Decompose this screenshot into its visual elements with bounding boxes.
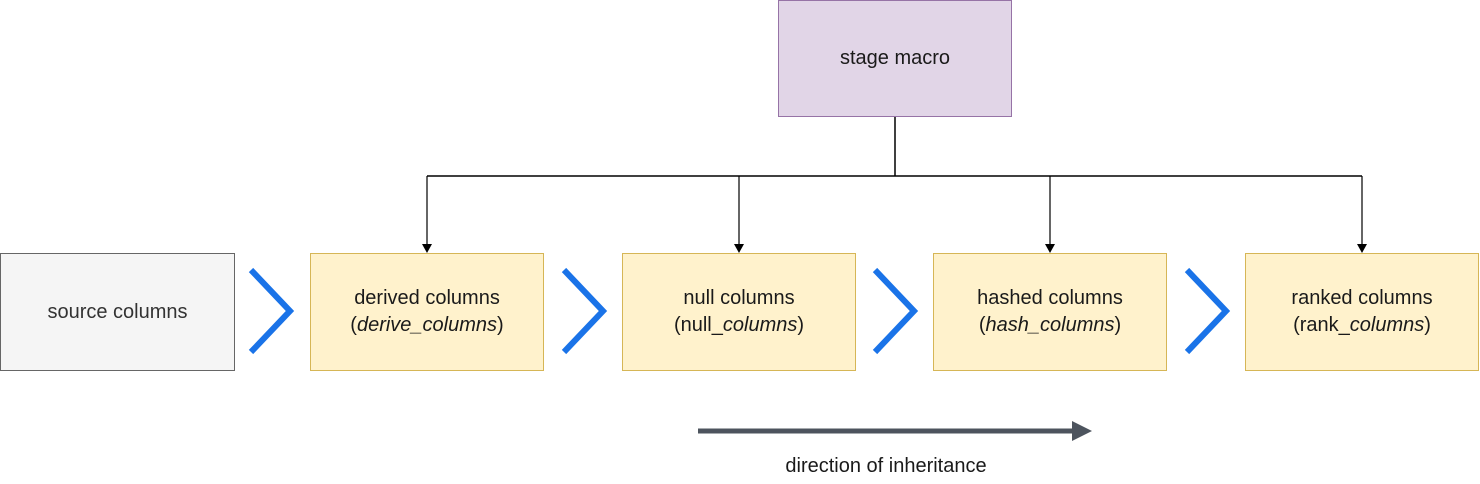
- connector-arrowheads: [422, 244, 1367, 253]
- ranked-columns-macro: (rank_columns): [1293, 314, 1431, 336]
- connector-drops: [426, 176, 1363, 244]
- chevron-right-icon: [872, 267, 919, 355]
- arrow-right-icon: [1072, 421, 1092, 441]
- derived-columns-label: derived columns: [354, 287, 500, 309]
- arrowhead-down-icon: [422, 244, 432, 253]
- chevron-right-icon: [1184, 267, 1231, 355]
- stage-macro-label: stage macro: [839, 47, 951, 69]
- arrowhead-down-icon: [734, 244, 744, 253]
- derived-columns-box: derived columns (derive_columns): [310, 253, 544, 371]
- null-columns-box: null columns (null_columns): [622, 253, 856, 371]
- stage-connectors: [427, 117, 1362, 177]
- null-columns-macro: (null_columns): [673, 314, 805, 336]
- inheritance-arrow: [698, 421, 1092, 441]
- source-columns-box: source columns: [0, 253, 235, 371]
- source-columns-label: source columns: [47, 300, 188, 323]
- derived-columns-macro: (derive_columns): [350, 314, 504, 336]
- stage-macro-box: stage macro: [778, 0, 1012, 117]
- hashed-columns-box: hashed columns (hash_columns): [933, 253, 1167, 371]
- arrowhead-down-icon: [1045, 244, 1055, 253]
- ranked-columns-label: ranked columns: [1291, 287, 1433, 309]
- chevron-right-icon: [248, 267, 295, 355]
- null-columns-label: null columns: [683, 287, 795, 309]
- chevrons: [248, 267, 1231, 355]
- chevron-right-icon: [561, 267, 608, 355]
- hashed-columns-macro: (hash_columns): [978, 314, 1122, 336]
- inheritance-caption: direction of inheritance: [785, 455, 987, 477]
- hashed-columns-label: hashed columns: [977, 287, 1123, 309]
- ranked-columns-box: ranked columns (rank_columns): [1245, 253, 1479, 371]
- arrowhead-down-icon: [1357, 244, 1367, 253]
